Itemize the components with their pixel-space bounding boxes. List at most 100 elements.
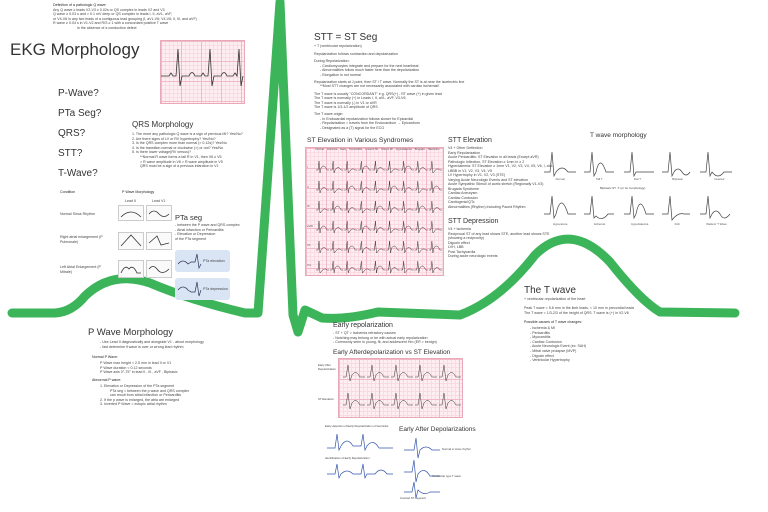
- table-col-condition: Condition: [60, 190, 76, 194]
- note-line: or V4-V6 in any two leads of a contiguou…: [53, 16, 197, 21]
- st-col-label: Hyperkalemia: [395, 148, 412, 151]
- note-line: Q wave ≥ 0.03 s and > 0.1 mV deep or QS …: [53, 12, 173, 17]
- stt-elev-line: LBBB in V1, V2, V3, V4, V5: [448, 168, 492, 173]
- pwave-sketch-lae-ii: [118, 260, 144, 278]
- stt-elev-line: Cardiac Contusion: [448, 195, 478, 200]
- st-col-label: Inferior MI: [381, 148, 393, 151]
- twave-normal-line: The T wave < 1/3-2/3 of the height of QR…: [524, 310, 629, 315]
- question-p-wave: P-Wave?: [58, 88, 99, 99]
- pwave-sketch-lae-v1: [146, 260, 172, 278]
- st-row-label: III: [307, 204, 310, 208]
- pta-elevation-box: PTa elevation: [175, 250, 230, 272]
- pta-heading: PTa seg: [175, 213, 203, 222]
- stt-line: **Most STT changes are not necessarily a…: [320, 84, 440, 89]
- question-t-wave: T-Wave?: [58, 168, 98, 179]
- stt-elev-line: LV Hypertrophy in V1, V2, V3 (STE): [448, 173, 506, 177]
- stt-line: - Cardiomyocytes integrate and prepare f…: [320, 63, 419, 68]
- st-syndrome-trace: [330, 260, 344, 274]
- twave-cause: - Myocarditis: [530, 335, 551, 340]
- qrs-heading: QRS Morphology: [132, 120, 194, 129]
- qrs-line: QRS must be a sign of a previous infarct…: [140, 164, 219, 169]
- st-col-label: Brugada: [414, 148, 425, 151]
- ead-annot2: Ventricular type T wave: [432, 474, 461, 478]
- st-syndrome-trace: [414, 180, 428, 194]
- stt-elev-line: V4 + Other Deflection: [448, 146, 483, 150]
- stt-dep-line: Post Tachycardia: [448, 249, 476, 254]
- stt-elev-line: Varying Acute Neurologic Events and ST e…: [448, 177, 528, 182]
- pwave-sketch-rae-v1: [146, 232, 172, 250]
- stt-dep-line: Digoxin effect: [448, 240, 470, 245]
- twave-row2-label: Ischemia: [593, 222, 605, 226]
- st-syndrome-trace: [344, 240, 358, 254]
- ead-sketch-bottom: [327, 463, 393, 480]
- early-repol-heading: Early repolarization: [333, 322, 393, 329]
- twave-cause: - Acute Neurologic Event (ex. SAH): [530, 344, 587, 349]
- question-qrs: QRS?: [58, 128, 86, 139]
- stt-dep-heading: STT Depression: [448, 218, 499, 225]
- st-syndrome-trace: [344, 160, 358, 174]
- stt-elev-line: Early Repolarization: [448, 150, 481, 155]
- st-syndrome-trace: [344, 260, 358, 274]
- ead-trace: [367, 392, 389, 410]
- early-repol-line: - Notching may belong or be with actual …: [333, 335, 428, 340]
- twave-row1-label: Normal: [555, 177, 565, 181]
- qrs-line: 1. The more any pathologic Q wave is a s…: [132, 132, 243, 136]
- st-syndrome-trace: [316, 160, 330, 174]
- st-syndrome-trace: [414, 220, 428, 234]
- ead-caption1: Early detection of Early Repolarization …: [325, 424, 389, 428]
- st-col-label: Normal: [315, 148, 324, 151]
- table-row-lae: Left Atrial Enlargement (P Mitrale): [60, 265, 101, 274]
- st-syndrome-trace: [316, 240, 330, 254]
- st-syndrome-trace: [358, 180, 372, 194]
- page-title: EKG Morphology: [10, 40, 140, 59]
- stt-elev-line: Acute Pericarditis: ST Elevation in all …: [448, 155, 539, 159]
- st-syndrome-trace: [400, 160, 414, 174]
- twave-sub: + ventricular repolarization of the hear…: [524, 297, 586, 301]
- pwave-normal-line: P Wave axis 0°-75° in lead II , III , aV…: [100, 370, 178, 375]
- st-syndrome-trace: [372, 220, 386, 234]
- st-syndrome-trace: [330, 220, 344, 234]
- early-after-heading: Early Afterdepolarization vs ST Elevatio…: [333, 349, 451, 356]
- stt-line: - Designated as a (T) signal for the ECG: [320, 125, 385, 130]
- st-syndrome-trace: [386, 180, 400, 194]
- early-repol-line: - Commonly seen in young, fit, and adole…: [333, 340, 437, 345]
- st-row-label: II: [307, 184, 309, 189]
- twave-cause: - Ventricular Hypertrophy: [530, 358, 570, 363]
- twave-causes-label: Possible causes of T wave changes:: [524, 320, 582, 324]
- st-syndrome-trace: [386, 160, 400, 174]
- ead-trace: [439, 392, 461, 410]
- pta-elevation-label: PTa elevation: [203, 259, 225, 263]
- twave-morph-row2: [544, 195, 731, 221]
- ead-caption2: Identification of Early Repolarization: [325, 456, 370, 460]
- twave-cause: - Pericarditis: [530, 330, 550, 335]
- st-col-label: Takotsubo: [427, 148, 440, 151]
- twave-morph-diagram: [544, 151, 732, 221]
- stt-dep-line: During acute neurologic events: [448, 254, 498, 258]
- st-syndrome-trace: [358, 160, 372, 174]
- st-syndrome-trace: [344, 200, 358, 214]
- st-syndrome-trace: [330, 160, 344, 174]
- st-col-label: Early: [340, 148, 347, 151]
- stt-elev-line: Cardiac Aneurysm: [448, 191, 478, 195]
- st-syndrome-trace: [428, 180, 442, 194]
- st-syndrome-trace: [400, 220, 414, 234]
- stt-line: - In Endocardial repolarization follows …: [320, 116, 414, 121]
- ead-sketch-right: [404, 437, 440, 499]
- st-syndrome-trace: [400, 240, 414, 254]
- st-syndrome-trace: [344, 220, 358, 234]
- stt-line: The T wave is normally (-) in V1 or aVR: [314, 100, 377, 105]
- twave-cause: - Ischemia & MI: [530, 326, 555, 330]
- stt-dep-list: V4 + Ischemia Reciprocal ST of any lead …: [448, 227, 549, 259]
- ead-trace: [343, 364, 365, 382]
- ead-trace: [439, 364, 461, 382]
- pwave-normal-line: P Wave max height < 2.5 mm in lead II or…: [100, 361, 172, 365]
- early-repol-list: - ST + QT = Ischemia refractory causes -…: [333, 331, 437, 345]
- st-syndrome-trace: [428, 240, 442, 254]
- ead-trace: [415, 392, 437, 410]
- pta-depression-label: PTa depression: [203, 287, 228, 291]
- stt-elev-line: Brugada Syndrome: [448, 186, 479, 191]
- st-syndrome-trace: [358, 220, 372, 234]
- stt-elev-line: Abnormalities (Rhythm) Including Paced R…: [448, 204, 526, 209]
- st-syndrome-trace: [428, 220, 442, 234]
- question-pta-seg: PTa Seg?: [58, 108, 102, 119]
